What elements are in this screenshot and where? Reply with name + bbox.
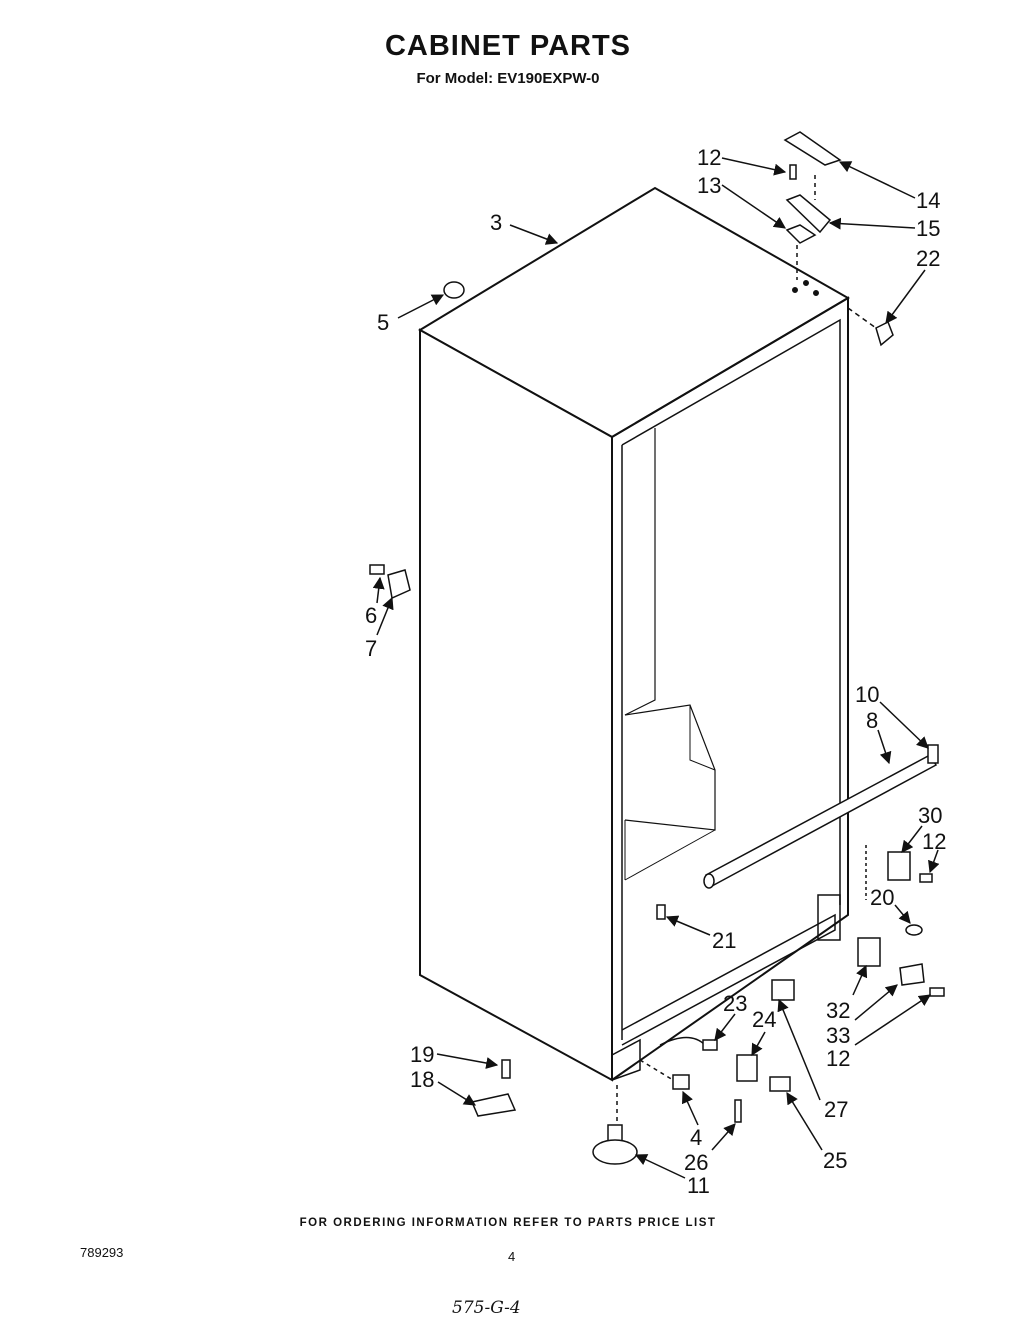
callout-14: 14 (916, 188, 940, 213)
page-title: CABINET PARTS (384, 30, 632, 62)
leader-lines (372, 157, 940, 1179)
callout-5: 5 (377, 310, 389, 335)
callout-20: 20 (870, 885, 894, 910)
callout-30: 30 (918, 803, 942, 828)
callout-15: 15 (916, 216, 940, 241)
page-number: 4 (508, 1249, 516, 1264)
callout-8: 8 (866, 708, 878, 733)
callout-26: 26 (684, 1150, 708, 1175)
ordering-note: FOR ORDERING INFORMATION REFER TO PARTS … (299, 1217, 717, 1229)
callout-3: 3 (490, 210, 502, 235)
document-number: 789293 (80, 1245, 124, 1260)
callout-33: 33 (826, 1023, 850, 1048)
callout-22: 22 (916, 246, 940, 271)
callout-25: 25 (823, 1148, 847, 1173)
callout-12-right: 12 (922, 829, 946, 854)
callout-7: 7 (365, 636, 377, 661)
callout-10: 10 (855, 682, 879, 707)
callout-labels: 12 13 14 15 22 3 5 6 7 10 8 30 12 20 21 … (365, 145, 946, 1198)
callout-24: 24 (752, 1007, 776, 1032)
callout-11: 11 (687, 1173, 710, 1198)
callout-21: 21 (712, 928, 736, 953)
callout-6: 6 (365, 603, 377, 628)
callout-4: 4 (690, 1125, 702, 1150)
callout-19: 19 (410, 1042, 434, 1067)
callout-32: 32 (826, 998, 850, 1023)
handwritten-note: 575-G-4 (452, 1298, 521, 1318)
model-subtitle: For Model: EV190EXPW-0 (416, 70, 600, 87)
callout-27: 27 (824, 1097, 848, 1122)
callout-12-bottom: 12 (826, 1046, 850, 1071)
callout-23: 23 (723, 991, 747, 1016)
callout-12-top: 12 (697, 145, 721, 170)
parts-drawings (369, 131, 945, 1165)
callout-18: 18 (410, 1067, 434, 1092)
callout-13: 13 (697, 173, 721, 198)
cabinet-body (418, 186, 850, 1082)
